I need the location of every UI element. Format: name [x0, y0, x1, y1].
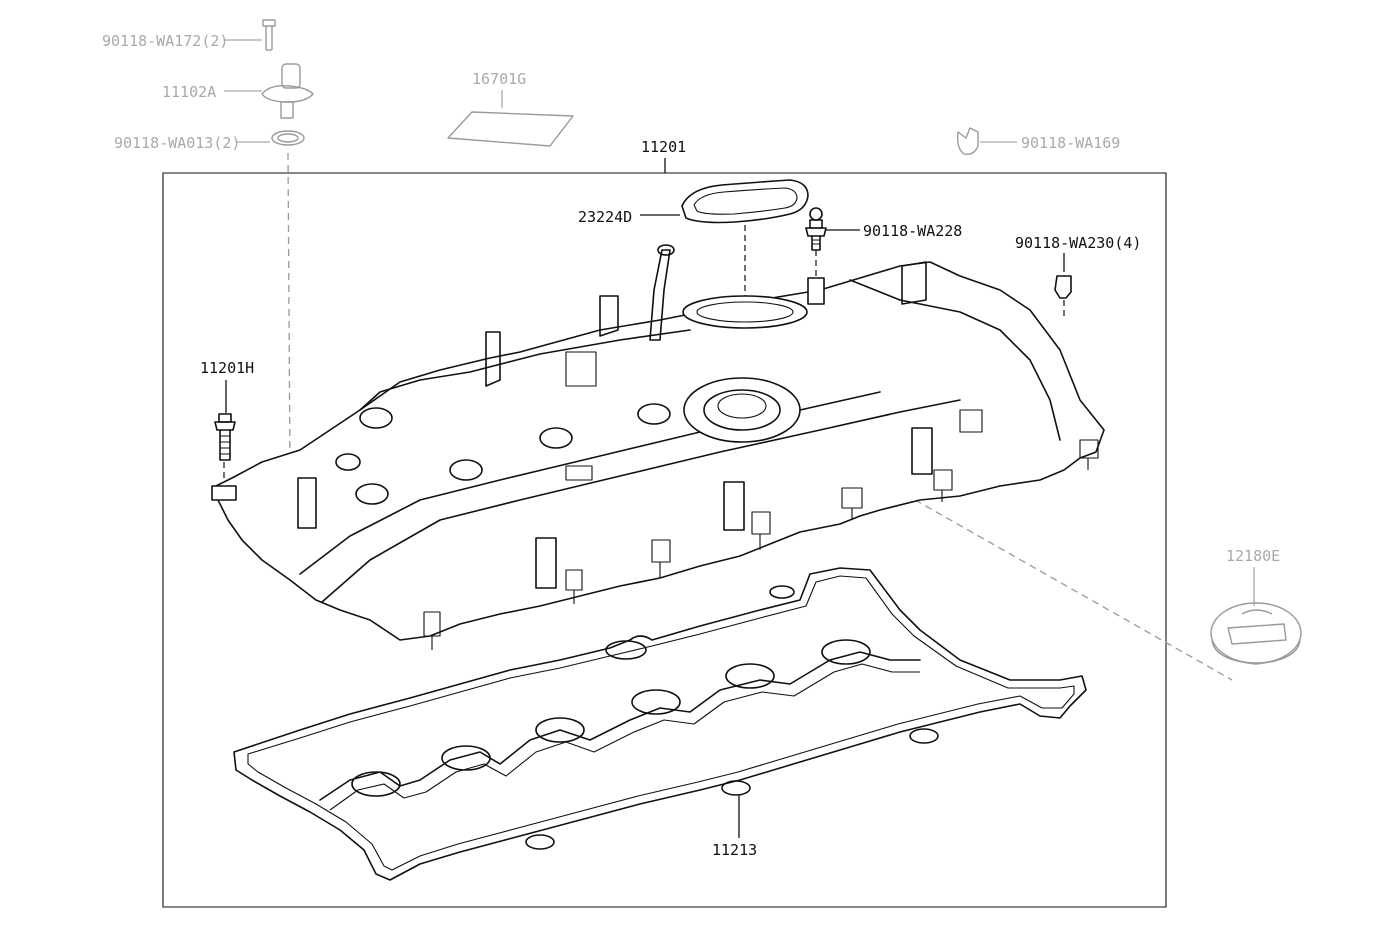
oring-90118-wa013 [271, 130, 305, 146]
label-90118-wa013: 90118-WA013(2) [114, 134, 240, 152]
seal-23224d [681, 179, 809, 224]
label-11201h: 11201H [200, 359, 254, 377]
sensor-11102a [261, 63, 314, 119]
label-23224d: 23224D [578, 208, 632, 226]
clip-90118-wa169 [956, 127, 979, 156]
cylinder-head-cover-11201 [211, 244, 1105, 650]
label-plate-16701g [447, 111, 574, 147]
label-90118-wa172: 90118-WA172(2) [102, 32, 228, 50]
bolt-11201h [214, 413, 236, 461]
oilcap-dash-line [747, 404, 1233, 681]
stud-90118-wa228 [805, 207, 827, 251]
label-12180e: 12180E [1226, 547, 1280, 565]
label-11102a: 11102A [162, 83, 216, 101]
label-90118-wa169: 90118-WA169 [1021, 134, 1120, 152]
label-11213: 11213 [712, 841, 757, 859]
leader-lines [224, 39, 1255, 838]
label-90118-wa230: 90118-WA230(4) [1015, 234, 1141, 252]
gasket-11213 [233, 567, 1087, 881]
oil-cap-12180e [1210, 602, 1302, 665]
bolt-90118-wa172 [262, 19, 276, 51]
label-90118-wa228: 90118-WA228 [863, 222, 962, 240]
label-16701g: 16701G [472, 70, 526, 88]
clip-90118-wa230 [1054, 275, 1072, 299]
label-11201: 11201 [641, 138, 686, 156]
sensor-dash-line [287, 152, 291, 471]
